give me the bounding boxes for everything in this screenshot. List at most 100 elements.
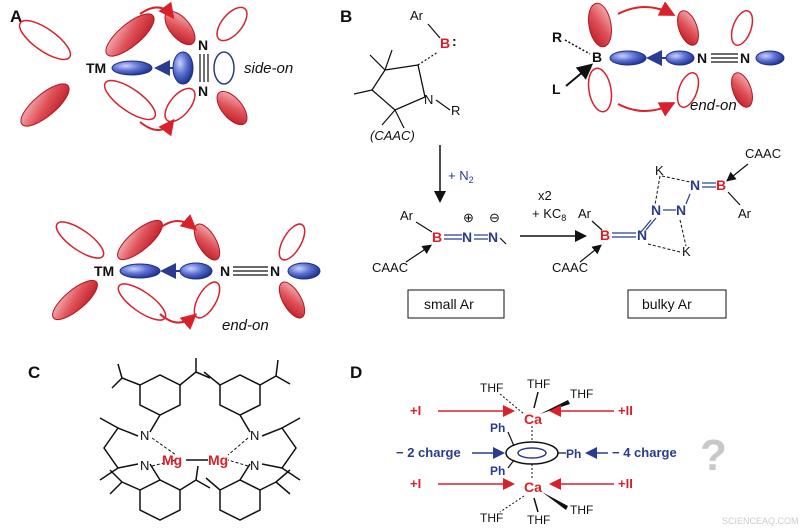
sigma-orbital	[119, 263, 161, 279]
watermark: SCIENCEAQ.COM	[722, 516, 799, 526]
caac-label: CAAC	[552, 260, 588, 275]
d-orbital-lobe	[52, 279, 98, 321]
calcium-atom: Ca	[524, 411, 542, 427]
p-orbital-lobe	[588, 2, 612, 48]
bulky-ar-label: bulky Ar	[642, 296, 692, 312]
end-on-label: end-on	[690, 97, 737, 114]
oxidation-state: +I	[410, 476, 421, 491]
nitrogen-atom: N	[462, 229, 472, 245]
panel-label-d: D	[350, 363, 362, 382]
thf-ligand: THF	[527, 513, 550, 527]
panel-d-ca-complex: THF THF THF Ca Ph Ph Ph Ca THF THF THF +…	[396, 377, 727, 527]
dative-arrow	[565, 63, 594, 87]
aromatic-circle	[517, 447, 547, 459]
nitrogen-atom: N	[250, 458, 259, 473]
dative-arrow	[405, 244, 432, 263]
lone-pair: :	[452, 33, 457, 49]
aryl-label: Ar	[738, 206, 752, 221]
panel-label-b: B	[340, 7, 352, 26]
boron-atom: B	[432, 229, 442, 245]
panel-a-side-on: TM N N side-on	[18, 1, 293, 137]
pi-orbital-lobe	[676, 72, 700, 108]
phenyl-group: Ph	[490, 464, 505, 478]
small-ar-label: small Ar	[424, 296, 474, 312]
d-orbital-lobe	[20, 83, 70, 127]
aryl-ring	[219, 479, 261, 521]
label-box	[627, 289, 727, 319]
oxidation-state: +II	[618, 403, 633, 418]
d-orbital-lobe	[18, 19, 72, 61]
phenyl-group: Ph	[566, 447, 581, 461]
n2-sigma-lobe	[213, 51, 235, 85]
backdonation-arrow	[159, 313, 198, 330]
n2-sigma-lobe	[179, 262, 213, 280]
thf-ligand: THF	[570, 387, 593, 401]
nitrogen-atom: N	[270, 263, 280, 279]
nitrogen-atom: N	[250, 428, 259, 443]
n2-sigma-lobe	[665, 50, 695, 66]
nacnac-backbone	[261, 427, 297, 469]
question-mark: ?	[700, 431, 727, 480]
nitrogen-atom: N	[740, 50, 750, 66]
dative-arrow	[579, 244, 602, 263]
pi-orbital-lobe	[193, 223, 221, 261]
dative-arrow	[726, 163, 749, 182]
d-orbital-lobe	[55, 221, 105, 259]
end-on-label: end-on	[222, 317, 269, 334]
nacnac-backbone	[103, 427, 139, 469]
calcium-atom: Ca	[524, 479, 542, 495]
panel-label-c: C	[28, 363, 40, 382]
pi-orbital-lobe	[731, 72, 753, 108]
label-box	[407, 289, 505, 319]
backdonation-arrow	[159, 214, 198, 231]
panel-label-a: A	[10, 7, 22, 26]
backdonation-arrow	[139, 118, 175, 137]
ligand-l: L	[552, 81, 561, 97]
reduction-step: x2 + KC8	[520, 188, 587, 242]
reductant-label: + KC8	[532, 206, 566, 223]
thf-ligand: THF	[480, 381, 503, 395]
potassium-atom: K	[655, 163, 664, 178]
d-orbital-lobe	[103, 79, 157, 121]
caac-label: CAAC	[745, 146, 781, 161]
pi-orbital-lobe	[730, 10, 754, 46]
nitrogen-atom: N	[198, 83, 208, 99]
pi-orbital-lobe	[278, 281, 306, 319]
nitrogen-atom: N	[651, 202, 661, 218]
pi-orbital-lobe	[278, 223, 306, 261]
backdonation-arrow	[139, 1, 175, 20]
backdonation-arrow	[617, 1, 676, 16]
aryl-label: Ar	[410, 8, 424, 23]
nitrogen-atom: N	[140, 458, 149, 473]
nitrogen-atom: N	[637, 227, 647, 243]
d-orbital-lobe	[117, 219, 163, 261]
d-orbital-lobe	[117, 283, 167, 321]
potassium-atom: K	[682, 244, 691, 259]
panel-a-end-on: TM N N end-on	[52, 214, 321, 334]
nitrogen-atom: N	[424, 92, 433, 107]
aryl-ring	[219, 374, 261, 416]
p-orbital-lobe	[587, 67, 613, 113]
aryl-label: Ar	[400, 208, 414, 223]
reagent-n2: + N2	[448, 168, 474, 185]
pi-orbital-lobe	[677, 10, 699, 46]
sigma-orbital	[111, 60, 153, 76]
n2-sigma-lobe	[172, 51, 194, 85]
nitrogen-atom: N	[220, 263, 230, 279]
side-on-label: side-on	[244, 60, 293, 77]
boron-atom: B	[600, 227, 610, 243]
aryl-ring	[139, 374, 181, 416]
panel-b-end-on: R B L N N end-on	[552, 1, 785, 117]
pi-orbital-lobe	[164, 87, 196, 123]
backdonation-arrow	[617, 102, 676, 117]
ring-charge: − 2 charge	[396, 445, 461, 460]
pi-orbital-lobe	[216, 90, 248, 126]
small-ar-product: Ar B N ⊕ N ⊖ CAAC small Ar	[372, 208, 507, 319]
pi-orbital-lobe	[193, 281, 221, 319]
magnesium-atom: Mg	[162, 452, 182, 468]
stoichiometry-label: x2	[538, 188, 552, 203]
panel-b-caac: Ar B : N R (CAAC) + N2	[353, 8, 474, 203]
thf-ligand: THF	[570, 503, 593, 517]
ring-charge: − 4 charge	[612, 445, 677, 460]
